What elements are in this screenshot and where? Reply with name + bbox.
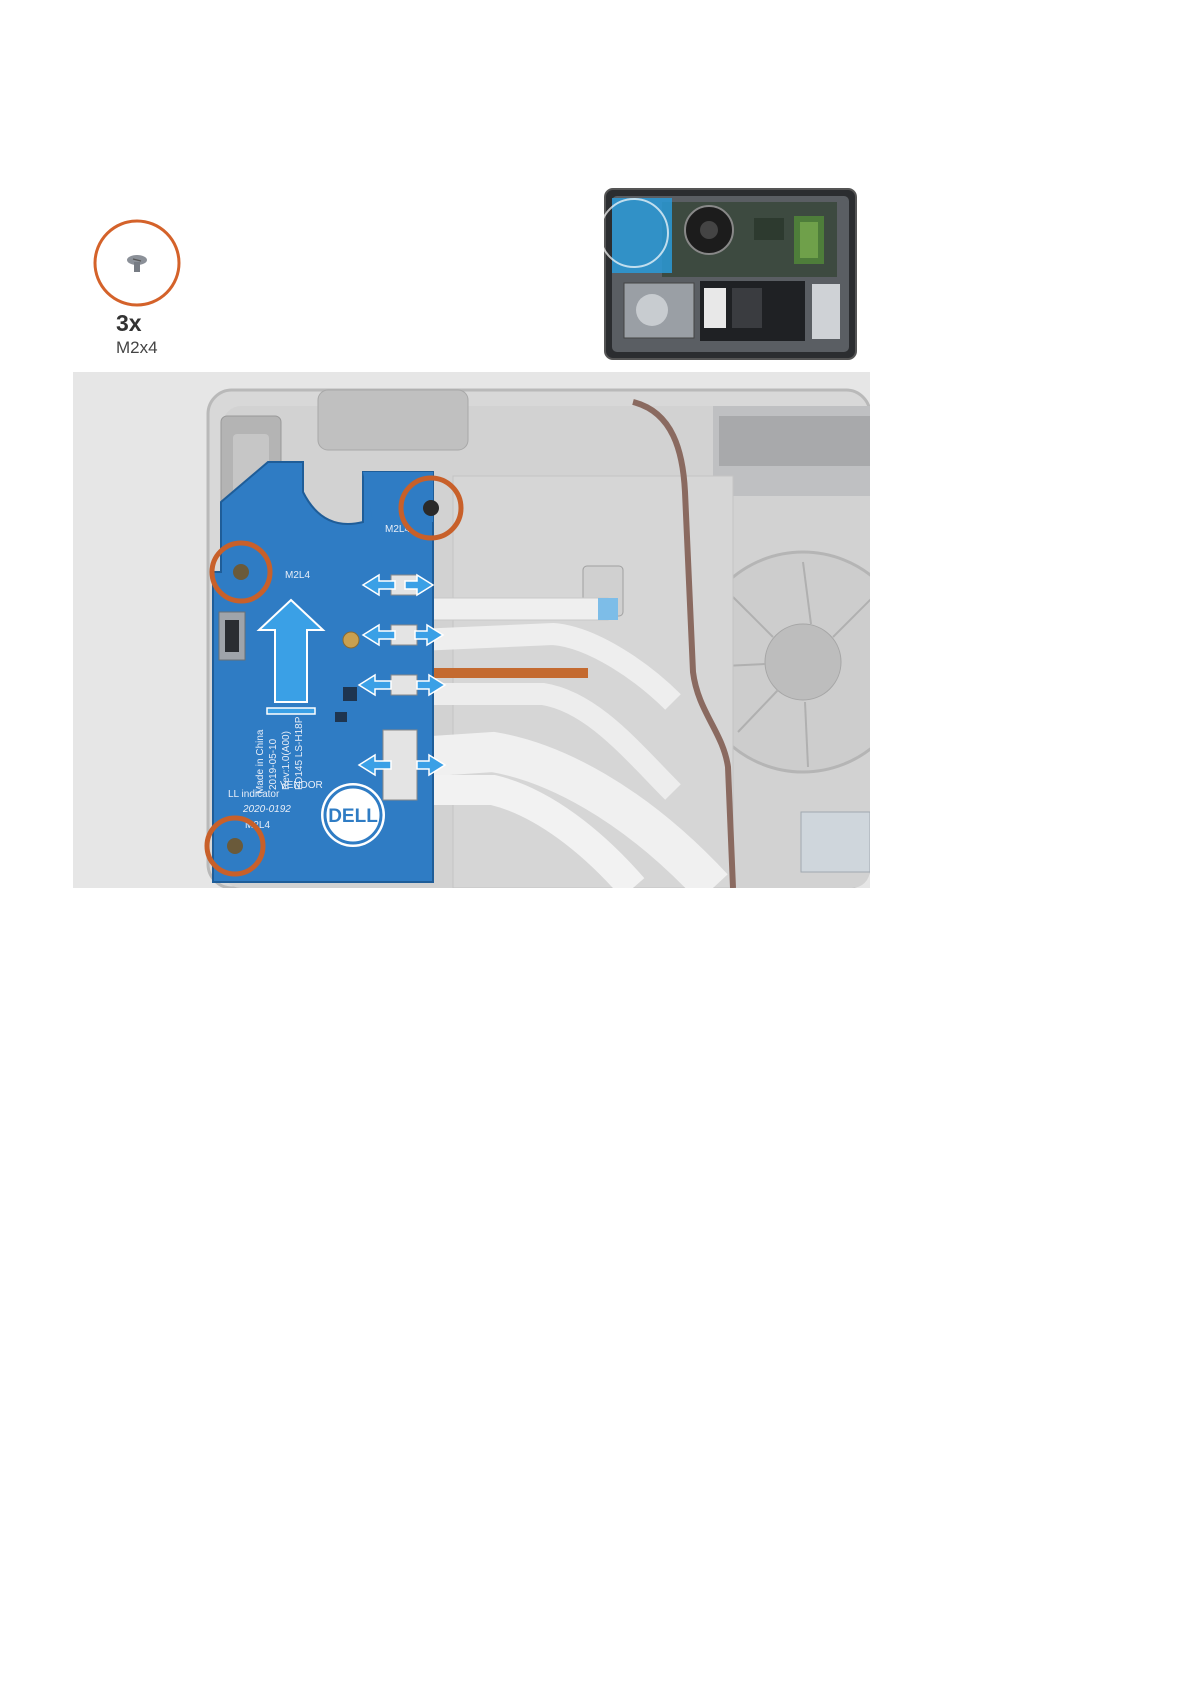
- io-board-removal-figure: DELL Made in China 2019-05-10 Rev:1.0(A0…: [73, 372, 870, 888]
- silkscreen-indicator: LL indicator: [228, 789, 280, 800]
- screw-label-bottom: M2L4: [245, 820, 270, 831]
- screw-count: 3x: [116, 310, 142, 336]
- screw-label-left: M2L4: [285, 570, 310, 581]
- silkscreen-model: FD145 LS-H18P: [294, 716, 305, 790]
- screw-callout-icon: [93, 219, 181, 307]
- silkscreen-code: 2020-0192: [242, 804, 291, 815]
- dell-logo: DELL: [328, 806, 378, 827]
- screw-top-icon: [398, 475, 464, 541]
- silkscreen-date: 2019-05-10: [268, 738, 279, 790]
- screw-type: M2x4: [116, 338, 158, 357]
- laptop-overview-image: [604, 188, 857, 360]
- screw-left-icon: [209, 540, 273, 604]
- silkscreen-origin: Made in China: [255, 729, 266, 794]
- screw-bottom-icon: [204, 815, 266, 877]
- silkscreen-rev: Rev:1.0(A00): [281, 731, 292, 790]
- screw-label-top: M2L4: [385, 524, 410, 535]
- silkscreen-vendor: VENDOR: [280, 780, 323, 791]
